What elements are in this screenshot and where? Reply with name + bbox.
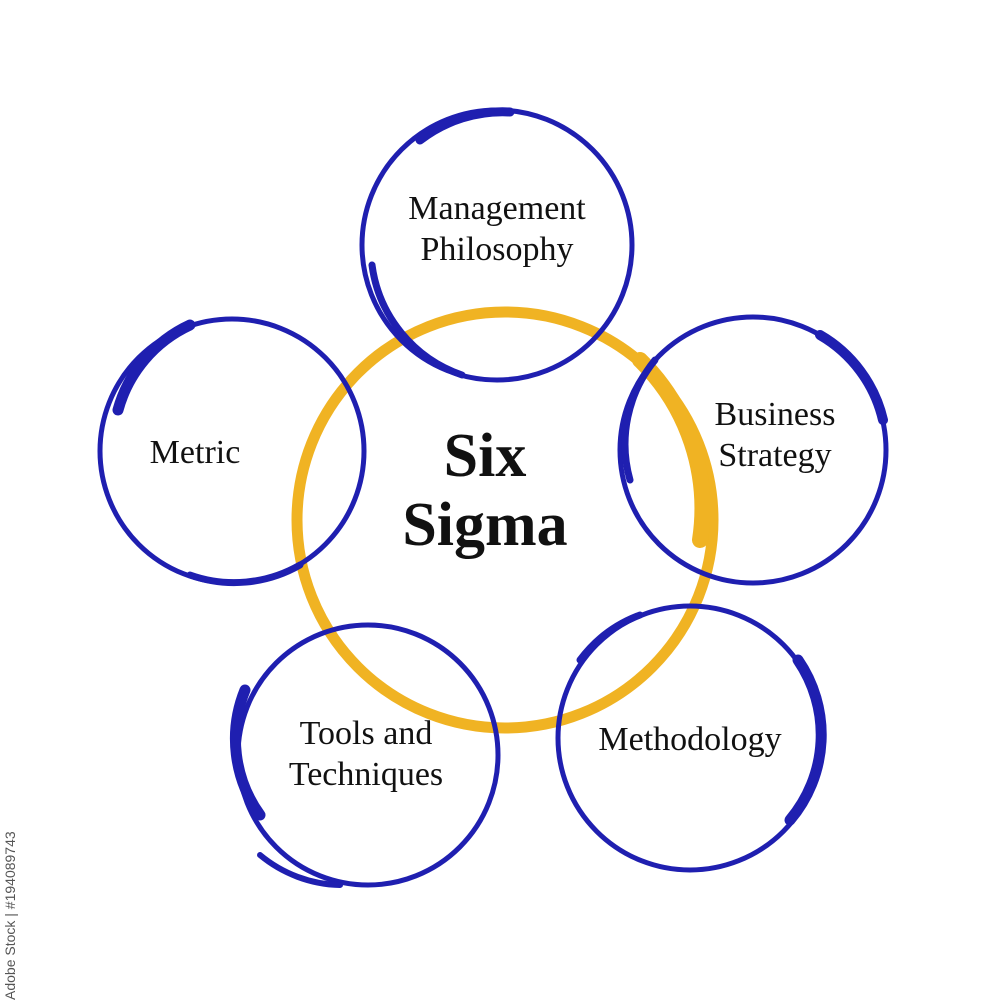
center-label-six-sigma: Six Sigma — [370, 422, 600, 561]
label-management-philosophy: Management Philosophy — [372, 188, 622, 271]
circle-methodology — [555, 603, 827, 873]
center-label-line-1: Six — [443, 422, 527, 490]
label-methodology: Methodology — [560, 719, 820, 760]
center-ring — [291, 306, 719, 734]
circle-tools-and-techniques — [229, 622, 501, 888]
label-strategy: Strategy — [718, 437, 832, 475]
center-label-line-2: Sigma — [402, 491, 568, 560]
label-metric-text: Metric — [149, 434, 241, 471]
label-techniques: Techniques — [288, 756, 444, 794]
label-tools-and-techniques: Tools and Techniques — [255, 713, 477, 796]
label-management: Management — [408, 190, 586, 227]
label-philosophy: Philosophy — [420, 231, 574, 269]
label-tools-and: Tools and — [299, 715, 433, 752]
circle-management-philosophy — [359, 107, 635, 383]
label-business-strategy: Business Strategy — [690, 394, 860, 477]
stock-watermark-id: Adobe Stock | #194089743 — [2, 831, 18, 1000]
label-metric: Metric — [120, 432, 270, 473]
circle-metric — [97, 316, 367, 587]
label-methodology-text: Methodology — [598, 721, 782, 758]
circle-business-strategy — [617, 314, 889, 586]
label-business: Business — [714, 396, 836, 433]
